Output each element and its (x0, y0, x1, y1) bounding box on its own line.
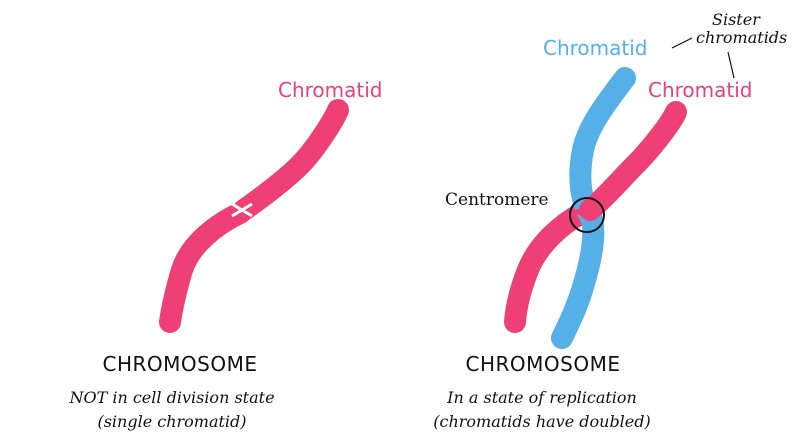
pink-chromatid-lower-arm (504, 202, 593, 333)
left-chromosome (159, 99, 349, 333)
right-caption-line1: In a state of replication (446, 388, 637, 407)
centromere-circle (569, 197, 605, 233)
left-chromatid-upper-arm (233, 99, 349, 221)
left-centromere-pinch (231, 202, 253, 218)
sister-pointer-to-pink (727, 51, 735, 79)
left-chromatid-lower-arm (159, 202, 251, 333)
left-chromatid-label: Chromatid (278, 78, 383, 102)
pink-chromatid-upper-arm (579, 101, 687, 221)
sister-pointer-to-blue (671, 37, 693, 49)
pink-chromatid-label: Chromatid (648, 78, 753, 102)
blue-chromatid-label: Chromatid (543, 36, 648, 60)
sister-label-line2: chromatids (696, 28, 787, 47)
right-title: CHROMOSOME (466, 352, 621, 376)
sister-label-line1: Sister (712, 10, 761, 29)
right-chromosome (504, 67, 687, 349)
centromere-label: Centromere (445, 190, 549, 210)
right-caption-line2: (chromatids have doubled) (433, 412, 651, 431)
left-caption-line2: (single chromatid) (97, 412, 246, 431)
left-caption-line1: NOT in cell division state (68, 388, 274, 407)
left-title: CHROMOSOME (103, 352, 258, 376)
